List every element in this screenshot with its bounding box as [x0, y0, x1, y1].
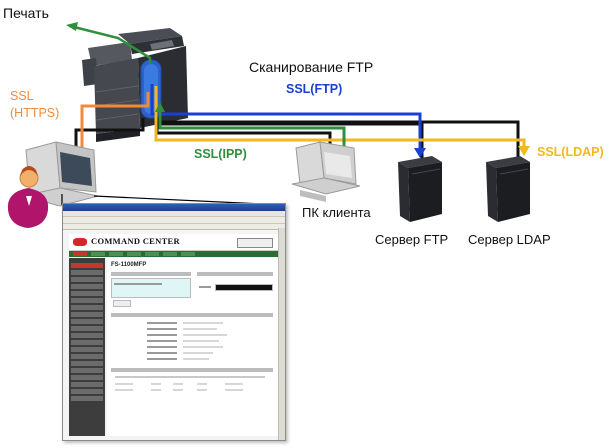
status-message-box	[111, 278, 191, 298]
person-figure	[7, 166, 49, 228]
window-toolbar	[63, 217, 285, 224]
ldap-server-label: Сервер LDAP	[468, 232, 551, 247]
info-value	[183, 352, 213, 354]
ssl-ipp-arrow	[155, 102, 165, 112]
sidebar-item[interactable]	[71, 333, 103, 338]
print-label: Печать	[3, 5, 49, 21]
info-label	[147, 334, 177, 336]
client-pc	[291, 141, 361, 202]
info-value	[183, 322, 223, 324]
language-select[interactable]	[237, 238, 273, 248]
tab-basic[interactable]	[91, 252, 105, 256]
tab-advanced[interactable]	[181, 252, 195, 256]
info-value	[183, 328, 217, 330]
info-label	[147, 352, 177, 354]
client-pc-label: ПК клиента	[302, 205, 371, 220]
info-label	[147, 340, 177, 342]
browser-window: COMMAND CENTER FS-1100MFP	[62, 203, 286, 441]
table-header	[115, 376, 265, 378]
info-label	[147, 328, 177, 330]
address-bar	[63, 224, 285, 230]
command-center-main: FS-1100MFP	[107, 258, 279, 436]
sidebar-item[interactable]	[71, 270, 103, 275]
refresh-button[interactable]	[113, 300, 131, 307]
table-cell	[197, 383, 207, 385]
window-scrollbar[interactable]	[278, 228, 285, 440]
sidebar-item[interactable]	[71, 291, 103, 296]
sidebar-item[interactable]	[71, 340, 103, 345]
sidebar-item[interactable]	[71, 277, 103, 282]
sidebar-item[interactable]	[71, 361, 103, 366]
tab-jobs[interactable]	[163, 252, 177, 256]
tab-start[interactable]	[73, 252, 87, 256]
command-center-title: COMMAND CENTER	[91, 236, 180, 246]
tab-fax[interactable]	[145, 252, 159, 256]
sidebar-item[interactable]	[71, 396, 103, 401]
table-cell	[225, 383, 243, 385]
ssl-ipp-label: SSL(IPP)	[194, 147, 247, 161]
sidebar-item[interactable]	[71, 354, 103, 359]
panel-header	[111, 313, 273, 317]
status-display	[215, 284, 273, 291]
ssl-https-line	[80, 92, 150, 156]
sidebar-item[interactable]	[71, 305, 103, 310]
sidebar-item[interactable]	[71, 312, 103, 317]
sidebar-item[interactable]	[71, 319, 103, 324]
sidebar-item[interactable]	[71, 263, 103, 268]
status-text	[114, 283, 162, 285]
sidebar-item[interactable]	[71, 326, 103, 331]
sidebar-item[interactable]	[71, 347, 103, 352]
ftp-server	[398, 156, 442, 222]
window-titlebar	[63, 204, 285, 211]
ssl-ftp-arrow	[414, 148, 426, 158]
info-value	[183, 340, 219, 342]
print-arrow	[66, 22, 78, 31]
window-menubar	[63, 211, 285, 217]
panel-header	[197, 272, 273, 276]
print-line	[69, 24, 152, 64]
admin-pc	[21, 141, 99, 207]
sidebar-item[interactable]	[71, 298, 103, 303]
table-cell	[151, 389, 161, 391]
tab-printer[interactable]	[109, 252, 123, 256]
table-cell	[173, 383, 183, 385]
info-label	[147, 358, 177, 360]
field-label	[199, 286, 211, 288]
brand-logo-icon	[73, 238, 87, 246]
device-model-heading: FS-1100MFP	[111, 262, 147, 268]
info-value	[183, 346, 223, 348]
info-value	[183, 334, 227, 336]
table-cell	[151, 383, 161, 385]
ssl-ldap-line	[154, 86, 526, 148]
sidebar-item[interactable]	[71, 368, 103, 373]
ssl-ldap-label: SSL(LDAP)	[537, 145, 604, 159]
command-center-header: COMMAND CENTER	[69, 234, 279, 251]
table-cell	[115, 389, 133, 391]
table-cell	[115, 383, 133, 385]
panel-header	[111, 272, 191, 276]
table-cell	[197, 389, 207, 391]
info-label	[147, 346, 177, 348]
ssl-ftp-line	[150, 84, 422, 150]
sidebar-item[interactable]	[71, 375, 103, 380]
sidebar-item[interactable]	[71, 284, 103, 289]
table-cell	[173, 389, 183, 391]
sidebar-item[interactable]	[71, 382, 103, 387]
ssl-https-label: SSL (HTTPS)	[10, 89, 60, 120]
ssl-ftp-label: SSL(FTP)	[286, 82, 343, 96]
panel-header	[111, 368, 273, 372]
ftp-server-label: Сервер FTP	[375, 232, 449, 247]
ssl-ldap-arrow	[518, 146, 530, 156]
ldap-server	[486, 156, 530, 222]
info-value	[183, 358, 209, 360]
info-label	[147, 322, 177, 324]
tab-scanner[interactable]	[127, 252, 141, 256]
scan-ftp-label: Сканирование FTP	[249, 59, 374, 75]
command-center-tabs	[69, 251, 279, 257]
command-center-sidebar	[69, 258, 105, 436]
sidebar-item[interactable]	[71, 389, 103, 394]
table-cell	[225, 389, 243, 391]
